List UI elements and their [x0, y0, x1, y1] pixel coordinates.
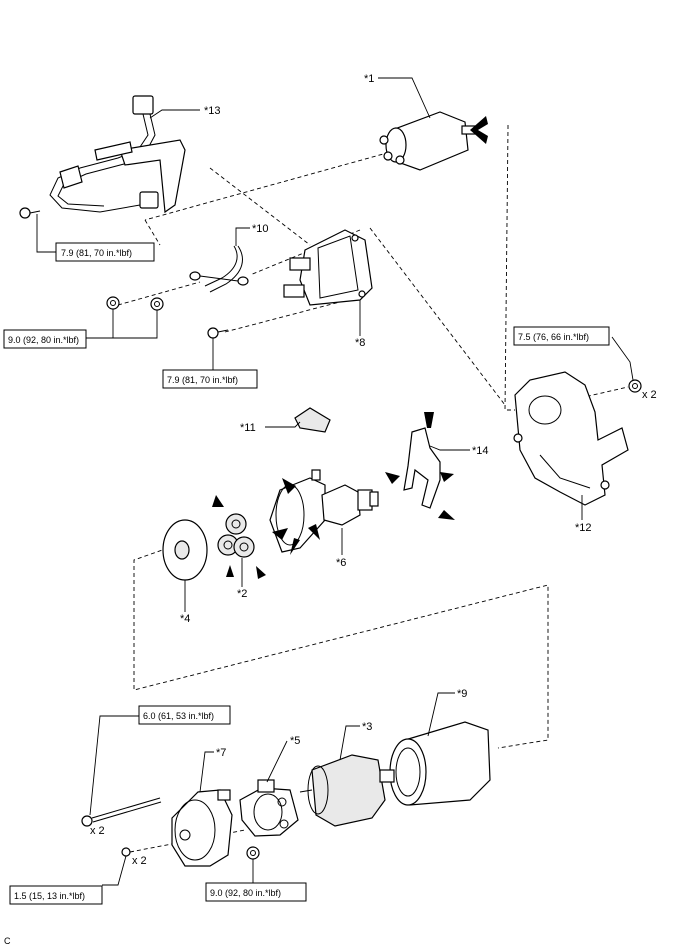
qty-through-bolt: x 2 — [90, 825, 105, 837]
terminal-nuts — [106, 296, 164, 311]
commutator-end-frame — [171, 789, 233, 867]
callout-7: *7 — [216, 747, 226, 759]
callout-1: *1 — [364, 73, 374, 85]
callout-8: *8 — [355, 337, 365, 349]
callout-4: *4 — [180, 613, 190, 625]
planetary-gears — [212, 495, 266, 579]
cover-plate — [162, 519, 208, 581]
callout-9: *9 — [457, 688, 467, 700]
brush-holder — [239, 779, 299, 837]
torque-harness-bolt-text: 7.9 (81, 70 in.*lbf) — [61, 248, 132, 258]
armature — [299, 754, 395, 827]
figure-code: C — [4, 936, 11, 946]
switch-body — [283, 229, 373, 306]
torque-holder-nut-text: 9.0 (92, 80 in.*lbf) — [210, 888, 281, 898]
torque-screw-text: 1.5 (15, 13 in.*lbf) — [14, 891, 85, 901]
frame-screw — [121, 847, 131, 857]
callout-2: *2 — [237, 588, 247, 600]
callout-13: *13 — [204, 105, 221, 117]
callout-12: *12 — [575, 522, 592, 534]
through-bolt — [81, 797, 162, 827]
torque-box-nuts: 9.0 (92, 80 in.*lbf) — [3, 329, 87, 349]
torque-box-screw: 1.5 (15, 13 in.*lbf) — [9, 885, 103, 905]
callout-3: *3 — [362, 721, 372, 733]
lead-wire — [189, 245, 249, 293]
torque-box-housing-nut: 7.5 (76, 66 in.*lbf) — [513, 326, 610, 346]
yoke — [389, 721, 491, 806]
torque-box-harness-bolt: 7.9 (81, 70 in.*lbf) — [55, 242, 155, 262]
callout-11: *11 — [240, 422, 256, 434]
torque-box-switch-bolt: 7.9 (81, 70 in.*lbf) — [162, 369, 258, 389]
torque-box-holder-nut: 9.0 (92, 80 in.*lbf) — [205, 882, 307, 902]
dust-cap — [294, 407, 331, 433]
torque-box-through-bolt: 6.0 (61, 53 in.*lbf) — [138, 705, 231, 725]
harness-bolt — [19, 207, 41, 219]
leader-lines — [36, 77, 634, 886]
housing-nut — [628, 379, 642, 393]
callout-6: *6 — [336, 557, 346, 569]
torque-housing-nut-text: 7.5 (76, 66 in.*lbf) — [518, 332, 589, 342]
callout-14: *14 — [472, 445, 489, 457]
holder-nut — [246, 846, 260, 860]
drive-lever — [385, 412, 455, 520]
torque-switch-bolt-text: 7.9 (81, 70 in.*lbf) — [167, 375, 238, 385]
switch-mounting-bolt — [207, 327, 229, 339]
qty-screw: x 2 — [132, 855, 147, 867]
torque-through-bolt-text: 6.0 (61, 53 in.*lbf) — [143, 711, 214, 721]
callout-10: *10 — [252, 223, 269, 235]
torque-nuts-text: 9.0 (92, 80 in.*lbf) — [8, 335, 79, 345]
callout-5: *5 — [290, 735, 300, 747]
planetary-carrier-clutch — [269, 469, 379, 555]
magnetic-switch — [379, 111, 488, 171]
alignment-dashed-lines — [117, 125, 629, 853]
qty-housing-nut: x 2 — [642, 389, 657, 401]
wire-harness — [49, 95, 186, 214]
direction-arrow — [470, 116, 488, 144]
drive-housing — [513, 371, 629, 506]
